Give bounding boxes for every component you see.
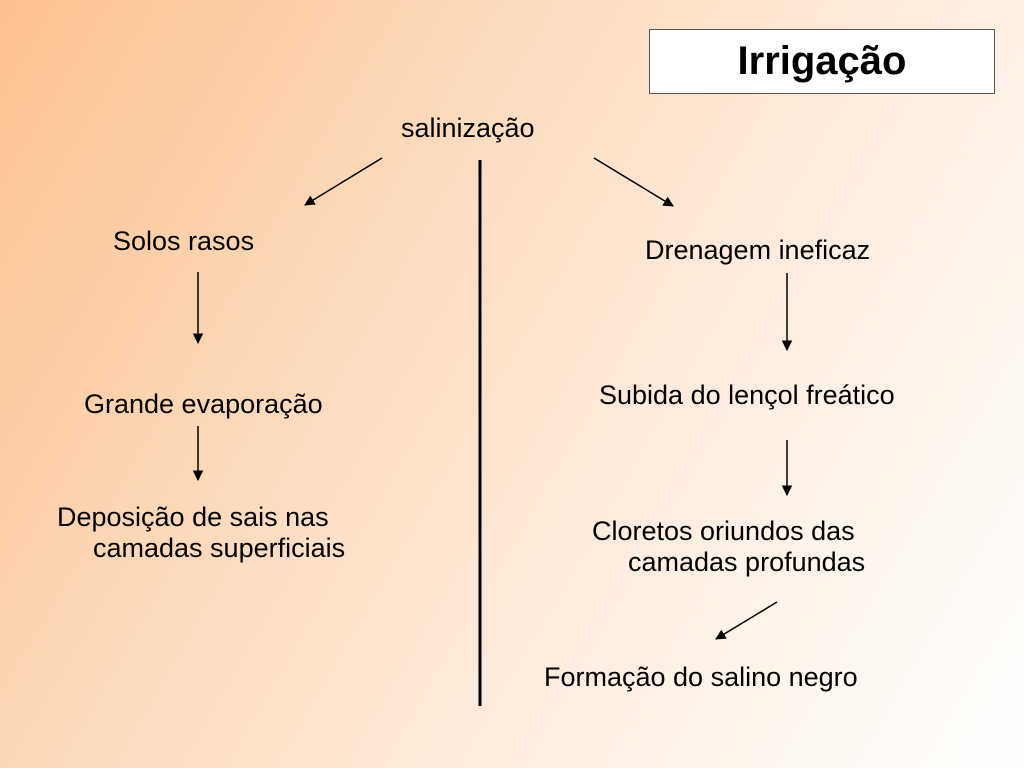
root-node-salinizacao: salinização	[401, 113, 535, 143]
arrow-root-to-left	[304, 157, 383, 206]
right-node-cloretos-line1: Cloretos oriundos das	[592, 516, 855, 546]
slide-title: Irrigação	[737, 39, 907, 83]
left-node-deposicao-line1: Deposição de sais nas	[57, 502, 329, 532]
arrow-root-to-right	[593, 157, 674, 207]
right-node-drenagem-ineficaz: Drenagem ineficaz	[645, 235, 871, 265]
arrow-cloretos-to-formacao	[715, 601, 778, 640]
right-node-formacao-salino-negro: Formação do salino negro	[544, 662, 858, 692]
left-node-grande-evaporacao: Grande evaporação	[84, 389, 323, 419]
right-node-cloretos: Cloretos oriundos das camadas profundas	[592, 516, 865, 578]
right-node-subida-lencol: Subida do lençol freático	[599, 380, 895, 410]
title-box: Irrigação	[649, 29, 995, 94]
left-node-deposicao-line2: camadas superficiais	[93, 533, 346, 564]
right-node-cloretos-line2: camadas profundas	[628, 547, 866, 578]
left-node-deposicao: Deposição de sais nas camadas superficia…	[57, 502, 345, 564]
left-node-solos-rasos: Solos rasos	[113, 226, 255, 256]
